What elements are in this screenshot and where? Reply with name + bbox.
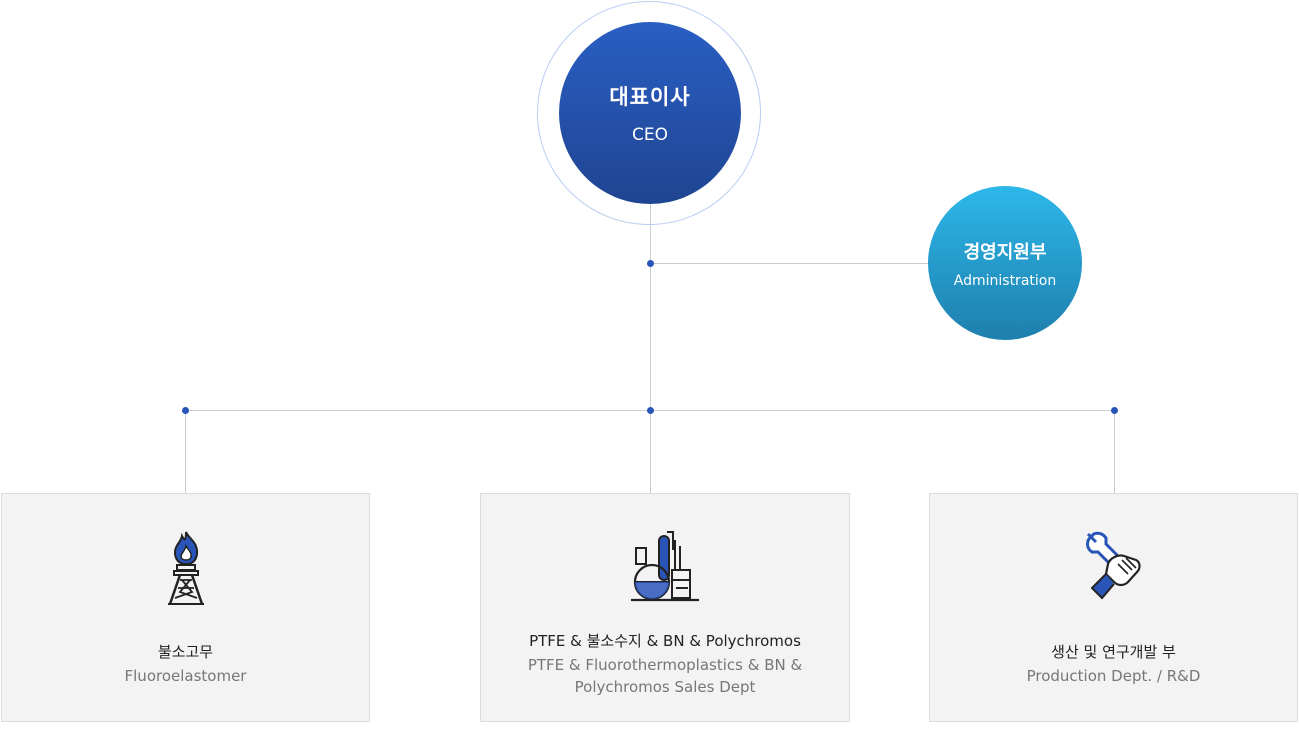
department-fluoroelastomer[interactable]: 불소고무 Fluoroelastomer [1,493,370,722]
gas-flame-tower-icon [166,530,206,610]
admin-title-en: Administration [953,272,1057,289]
node-dot-right [1111,407,1118,414]
department-ptfe-sales[interactable]: PTFE & 불소수지 & BN & Polychromos PTFE & Fl… [480,493,850,722]
admin-node[interactable]: 경영지원부 Administration [928,186,1082,340]
department-title-ko: 불소고무 [157,643,214,661]
department-title-ko: PTFE & 불소수지 & BN & Polychromos [529,632,801,650]
ceo-title-en: CEO [632,125,668,145]
connector-ceo-vertical [650,204,651,493]
wrench-hand-icon [1084,530,1144,608]
connector-dept-right [1114,410,1115,493]
department-title-en: Production Dept. / R&D [1026,667,1201,685]
connector-admin-horizontal [650,263,930,264]
department-title-en: Fluoroelastomer [124,667,247,685]
node-dot-left [182,407,189,414]
chemical-plant-icon [630,530,700,606]
department-title-ko: 생산 및 연구개발 부 [1051,643,1176,661]
ceo-node[interactable]: 대표이사 CEO [559,22,741,204]
node-dot-admin [647,260,654,267]
ceo-title-ko: 대표이사 [609,85,691,109]
admin-title-ko: 경영지원부 [963,241,1047,263]
ceo-outer-ring [537,1,761,225]
department-production-rnd[interactable]: 생산 및 연구개발 부 Production Dept. / R&D [929,493,1298,722]
connector-dept-left [185,410,186,493]
department-title-en: PTFE & Fluorothermoplastics & BN & Polyc… [527,656,803,696]
node-dot-center [647,407,654,414]
